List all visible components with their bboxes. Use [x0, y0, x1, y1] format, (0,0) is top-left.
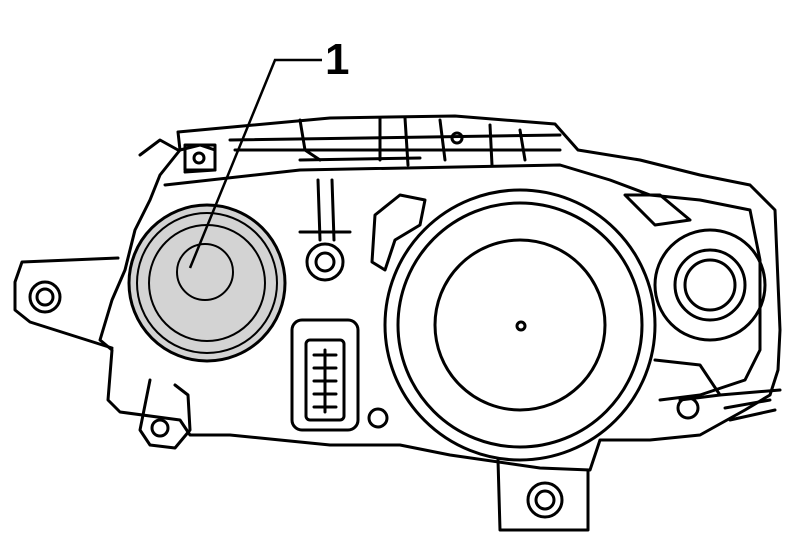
right-lamp-middle — [673, 248, 747, 322]
left-lower-lug-hole — [150, 418, 170, 438]
inner-body-contour — [163, 163, 762, 402]
right-side-ribs — [718, 388, 782, 422]
main-lens-inner — [433, 238, 607, 412]
electrical-connector-housing — [290, 318, 360, 432]
bottom-tab-bolt-inner — [534, 489, 556, 511]
top-rivet — [450, 131, 464, 145]
callout-label-1: 1 — [325, 35, 349, 84]
left-lower-lug — [138, 378, 192, 450]
top-clip-screw — [192, 151, 206, 165]
main-lens-center — [515, 320, 527, 332]
top-ribs — [228, 133, 562, 162]
cap-rim-groove — [136, 212, 278, 354]
upper-adjuster-inner — [314, 251, 336, 273]
cap-center — [176, 243, 234, 301]
right-lamp-inner — [683, 258, 737, 312]
main-lens-ring — [396, 201, 644, 449]
bottom-tab-bolt-outer — [526, 481, 564, 519]
bottom-mounting-tab — [496, 458, 590, 532]
lower-adjuster — [367, 407, 389, 429]
right-lower-adjuster — [676, 396, 700, 420]
upper-adjuster-stem — [298, 178, 352, 242]
right-lamp-bracket — [623, 193, 722, 402]
electrical-connector-pins — [312, 348, 338, 414]
upper-adjuster-outer — [305, 242, 345, 282]
callout-leader-line — [188, 58, 322, 269]
headlamp-housing-outline — [98, 114, 782, 472]
left-mounting-tab — [13, 256, 120, 350]
left-tab-bolt-inner — [35, 287, 55, 307]
top-clip-left — [183, 143, 217, 172]
electrical-connector-socket — [304, 338, 346, 422]
highlighted-cap-assembly — [127, 203, 287, 363]
main-lens-outer-ring — [383, 188, 657, 462]
left-tab-bolt-outer — [28, 280, 62, 314]
curved-duct — [370, 193, 427, 272]
right-lamp-outer — [653, 228, 767, 342]
